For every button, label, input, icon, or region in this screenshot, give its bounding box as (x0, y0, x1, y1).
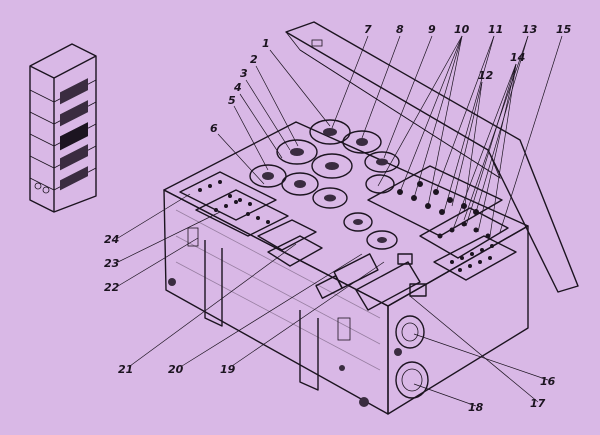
rack-inset (29, 43, 97, 213)
callout-9: 9 (428, 23, 436, 36)
callout-11: 11 (488, 23, 504, 36)
callout-7: 7 (364, 23, 372, 36)
callout-6: 6 (210, 122, 218, 135)
callout-24: 24 (104, 233, 120, 246)
callout-2: 2 (250, 53, 258, 66)
callout-5: 5 (228, 94, 236, 107)
callout-16: 16 (540, 375, 556, 388)
callout-23: 23 (104, 257, 120, 270)
callout-19: 19 (220, 363, 236, 376)
callout-17: 17 (530, 397, 546, 410)
callout-20: 20 (168, 363, 184, 376)
callout-4: 4 (234, 81, 242, 94)
callout-13: 13 (522, 23, 538, 36)
callout-15: 15 (556, 23, 572, 36)
case-lid (285, 21, 579, 293)
callout-12: 12 (478, 69, 494, 82)
leader-lines (117, 35, 563, 407)
callout-3: 3 (240, 67, 248, 80)
callout-22: 22 (104, 281, 120, 294)
callout-21: 21 (118, 363, 134, 376)
case-body (163, 121, 529, 415)
callout-1: 1 (262, 37, 270, 50)
case-interior (179, 119, 517, 311)
callout-8: 8 (396, 23, 404, 36)
callout-18: 18 (468, 401, 484, 414)
cylinder-units (249, 119, 400, 250)
callout-10: 10 (454, 23, 470, 36)
callout-14: 14 (510, 51, 526, 64)
